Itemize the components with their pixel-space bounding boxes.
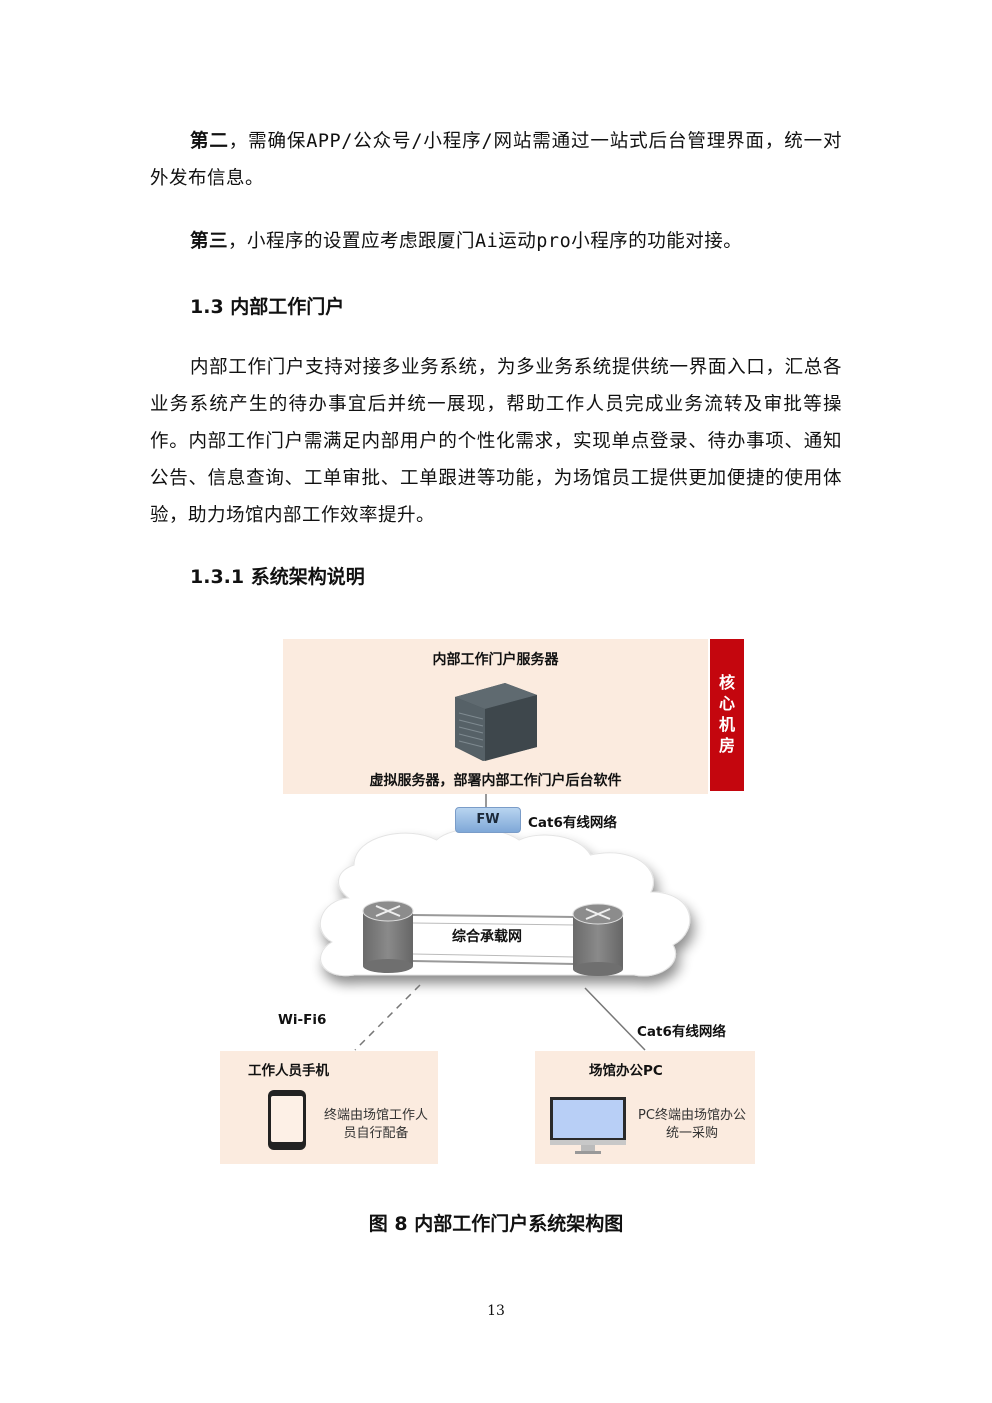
- uplink-label: Cat6有线网络: [528, 815, 617, 831]
- paragraph-text: ，小程序的设置应考虑跟厦门Ai运动pro小程序的功能对接。: [228, 231, 743, 252]
- diagram-canvas: [319, 794, 691, 1051]
- router-left: [362, 900, 414, 973]
- section-body: 内部工作门户支持对接多业务系统，为多业务系统提供统一界面入口，汇总各业务系统产生…: [150, 357, 842, 526]
- subsection-heading: 1.3.1 系统架构说明: [190, 566, 365, 588]
- wired-link: [584, 987, 646, 1051]
- figure-caption: 图 8 内部工作门户系统架构图: [368, 1213, 624, 1235]
- server-caption: 虚拟服务器，部署内部工作门户后台软件: [369, 773, 622, 789]
- link-bottom: [412, 960, 576, 965]
- pc-box: 场馆办公PC PC终端由场馆办公统一采购: [535, 1051, 755, 1164]
- wifi-label: Wi-Fi6: [278, 1012, 327, 1028]
- server-icon: [455, 683, 537, 761]
- server-zone-title: 内部工作门户服务器: [432, 652, 559, 668]
- link-top: [412, 914, 576, 918]
- section-heading: 1.3 内部工作门户: [190, 296, 345, 318]
- core-room-text: 核心机房: [719, 673, 736, 755]
- page-number: 13: [487, 1303, 505, 1319]
- phone-box: 工作人员手机 终端由场馆工作人员自行配备: [220, 1051, 438, 1164]
- router-right: [572, 903, 624, 976]
- paragraph-text: ，需确保APP/公众号/小程序/网站需通过一站式后台管理界面，统一对外发布信息。: [150, 131, 842, 189]
- paragraph-third: 第三，小程序的设置应考虑跟厦门Ai运动pro小程序的功能对接。: [150, 223, 842, 260]
- bold-prefix: 第三: [190, 231, 229, 252]
- architecture-diagram: 内部工作门户服务器 虚拟服务器，部署内部工作门户后台软件 核心机房 FW Cat…: [215, 630, 765, 1175]
- pc-note: PC终端由场馆办公统一采购: [638, 1108, 746, 1141]
- firewall-badge: FW: [455, 807, 521, 833]
- monitor-icon: [550, 1097, 626, 1154]
- phone-note: 终端由场馆工作人员自行配备: [323, 1108, 428, 1141]
- paragraph-second: 第二，需确保APP/公众号/小程序/网站需通过一站式后台管理界面，统一对外发布信…: [150, 123, 842, 197]
- pc-box-title: 场馆办公PC: [589, 1063, 663, 1079]
- bold-prefix: 第二: [190, 131, 229, 152]
- network-label: 综合承载网: [452, 929, 522, 945]
- wifi-link: [354, 984, 421, 1051]
- phone-icon: [268, 1090, 306, 1150]
- wired-label: Cat6有线网络: [637, 1024, 726, 1040]
- phone-box-title: 工作人员手机: [248, 1063, 329, 1079]
- core-room-label: 核心机房: [710, 639, 744, 791]
- server-zone: 内部工作门户服务器 虚拟服务器，部署内部工作门户后台软件: [283, 639, 708, 794]
